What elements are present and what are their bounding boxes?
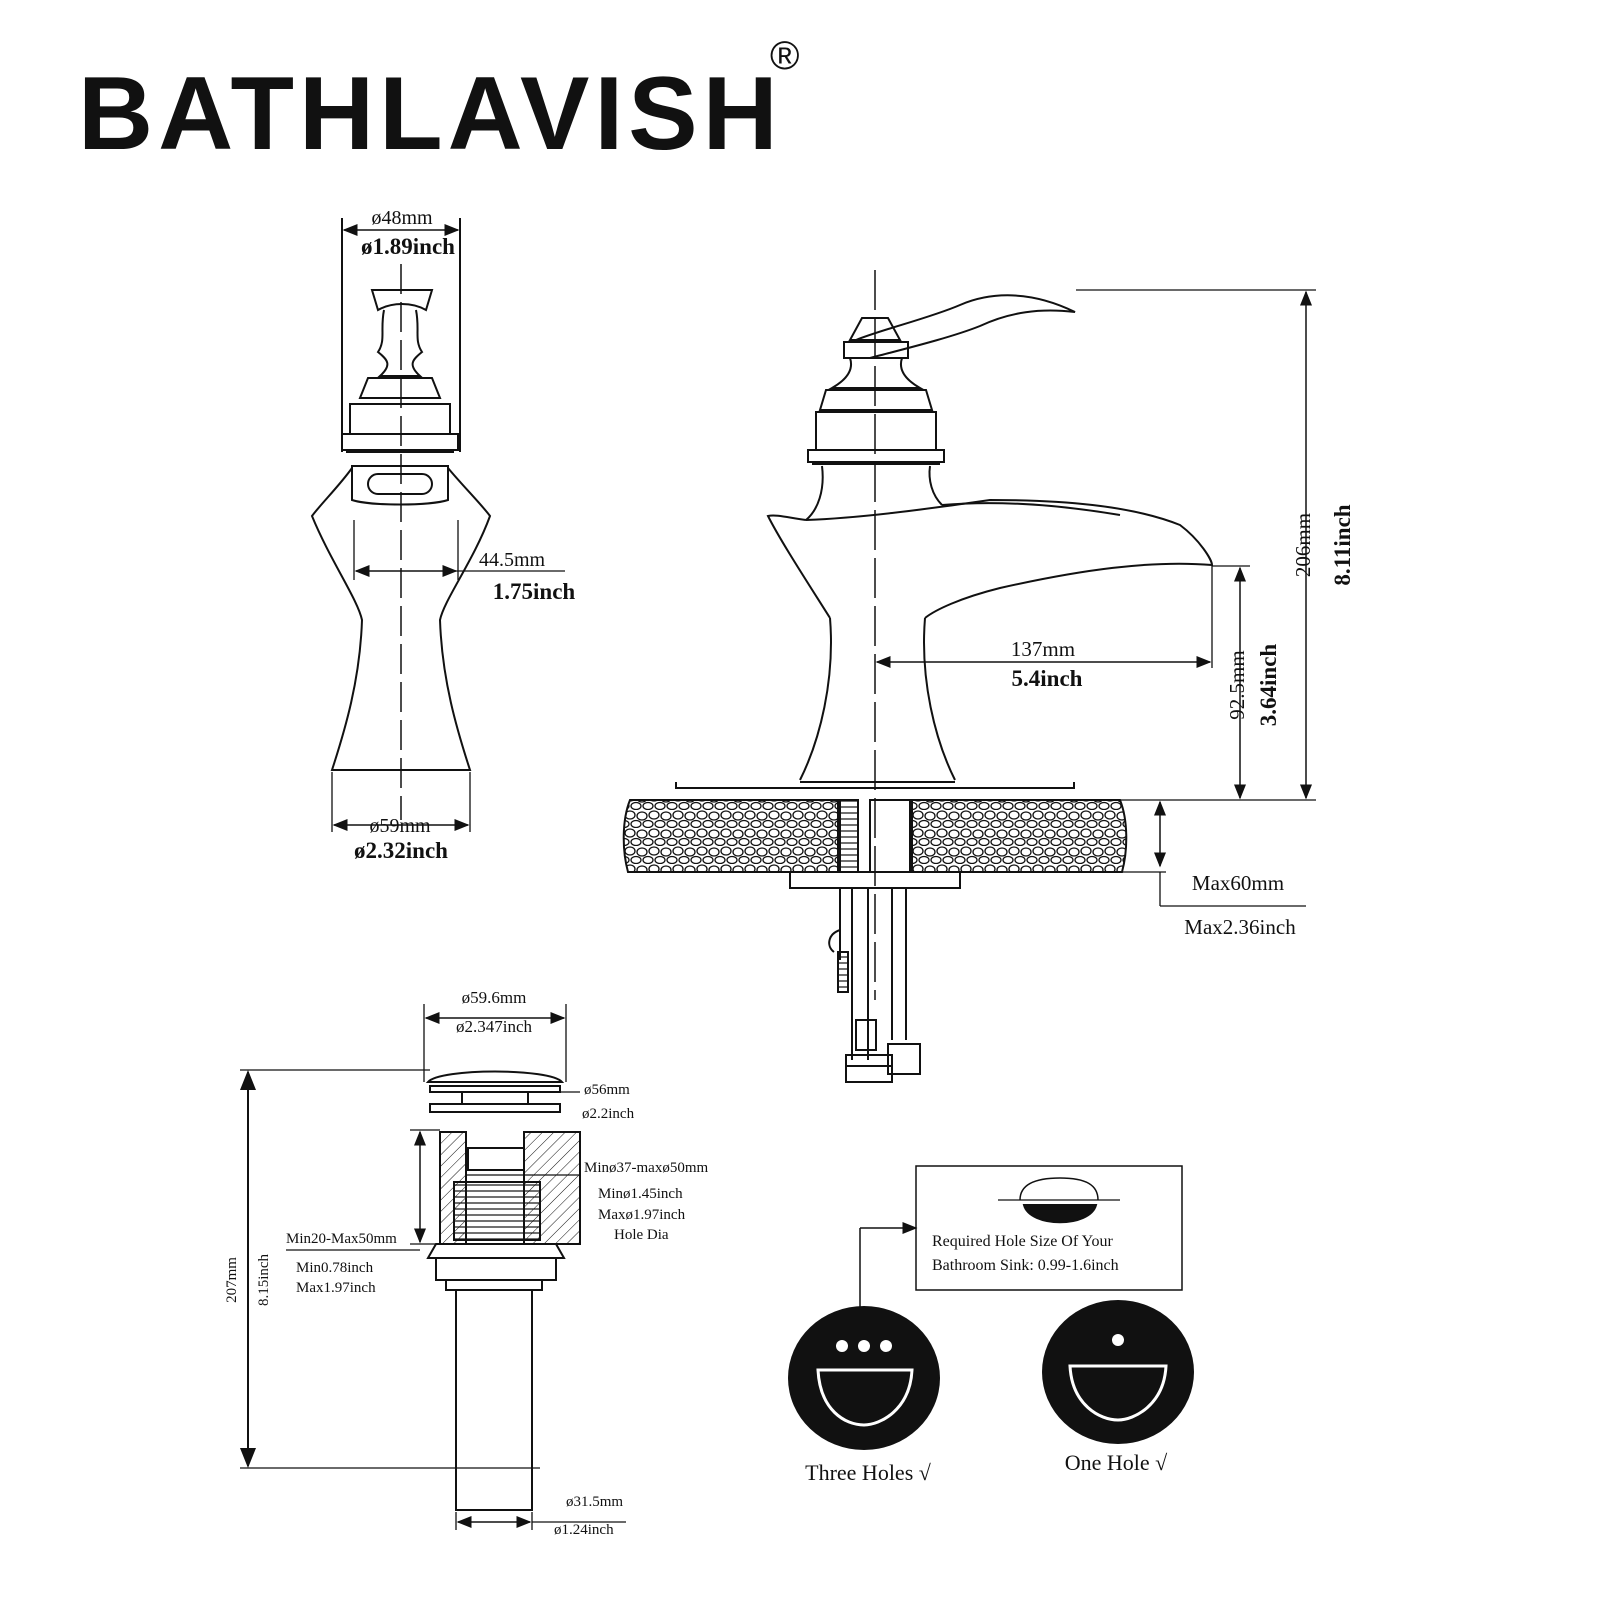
front-height-mm: 206mm [1291,513,1315,577]
sink-hole-info [788,1165,1194,1450]
front-reach-in: 5.4inch [1012,666,1083,691]
registered-mark: ® [770,34,800,78]
side-body-width-mm: 44.5mm [479,549,546,571]
side-top-diameter-mm: ø48mm [371,207,433,229]
brand-logo: BATHLAVISH [78,56,783,172]
drain-hole-range-mm: Minø37-maxø50mm [584,1160,708,1176]
sink-info-line2: Bathroom Sink: 0.99-1.6inch [932,1257,1119,1274]
side-body-width-in: 1.75inch [493,579,576,604]
front-height-in: 8.11inch [1330,504,1355,585]
drain-thickness-mm: Min20-Max50mm [286,1231,397,1247]
front-reach-mm: 137mm [1011,637,1075,661]
side-base-diameter-in: ø2.32inch [354,838,448,863]
countertop-section [622,799,1128,1083]
front-view-dimensions [875,289,1316,907]
sink-info-line1: Required Hole Size Of Your [932,1233,1114,1250]
drain-hole-max-in: Maxø1.97inch [598,1207,686,1223]
drain-tail-mm: ø31.5mm [566,1494,623,1510]
drain-cap-diameter-in: ø2.347inch [456,1017,533,1036]
front-spout-height-in: 3.64inch [1256,644,1281,727]
drain-height-in: 8.15inch [256,1253,272,1306]
drain-hole-label: Hole Dia [614,1227,669,1243]
front-spout-height-mm: 92.5mm [1225,650,1249,719]
drain-height-mm: 207mm [224,1257,240,1303]
three-holes-label: Three Holes √ [805,1460,932,1485]
one-hole-label: One Hole √ [1065,1450,1168,1475]
side-view-faucet [310,218,565,832]
front-view-faucet [675,270,1214,1000]
drain-tail-in: ø1.24inch [554,1522,614,1538]
pop-up-drain [240,1004,626,1530]
drain-flange-in: ø2.2inch [582,1106,635,1122]
side-base-diameter-mm: ø59mm [369,815,431,837]
drain-flange-mm: ø56mm [584,1082,630,1098]
drain-thickness-min-in: Min0.78inch [296,1260,374,1276]
side-top-diameter-in: ø1.89inch [361,234,455,259]
front-deck-max-mm: Max60mm [1192,871,1284,895]
drain-thickness-max-in: Max1.97inch [296,1280,376,1296]
drain-hole-min-in: Minø1.45inch [598,1186,683,1202]
drain-cap-diameter-mm: ø59.6mm [462,988,527,1007]
front-deck-max-in: Max2.36inch [1184,915,1296,939]
